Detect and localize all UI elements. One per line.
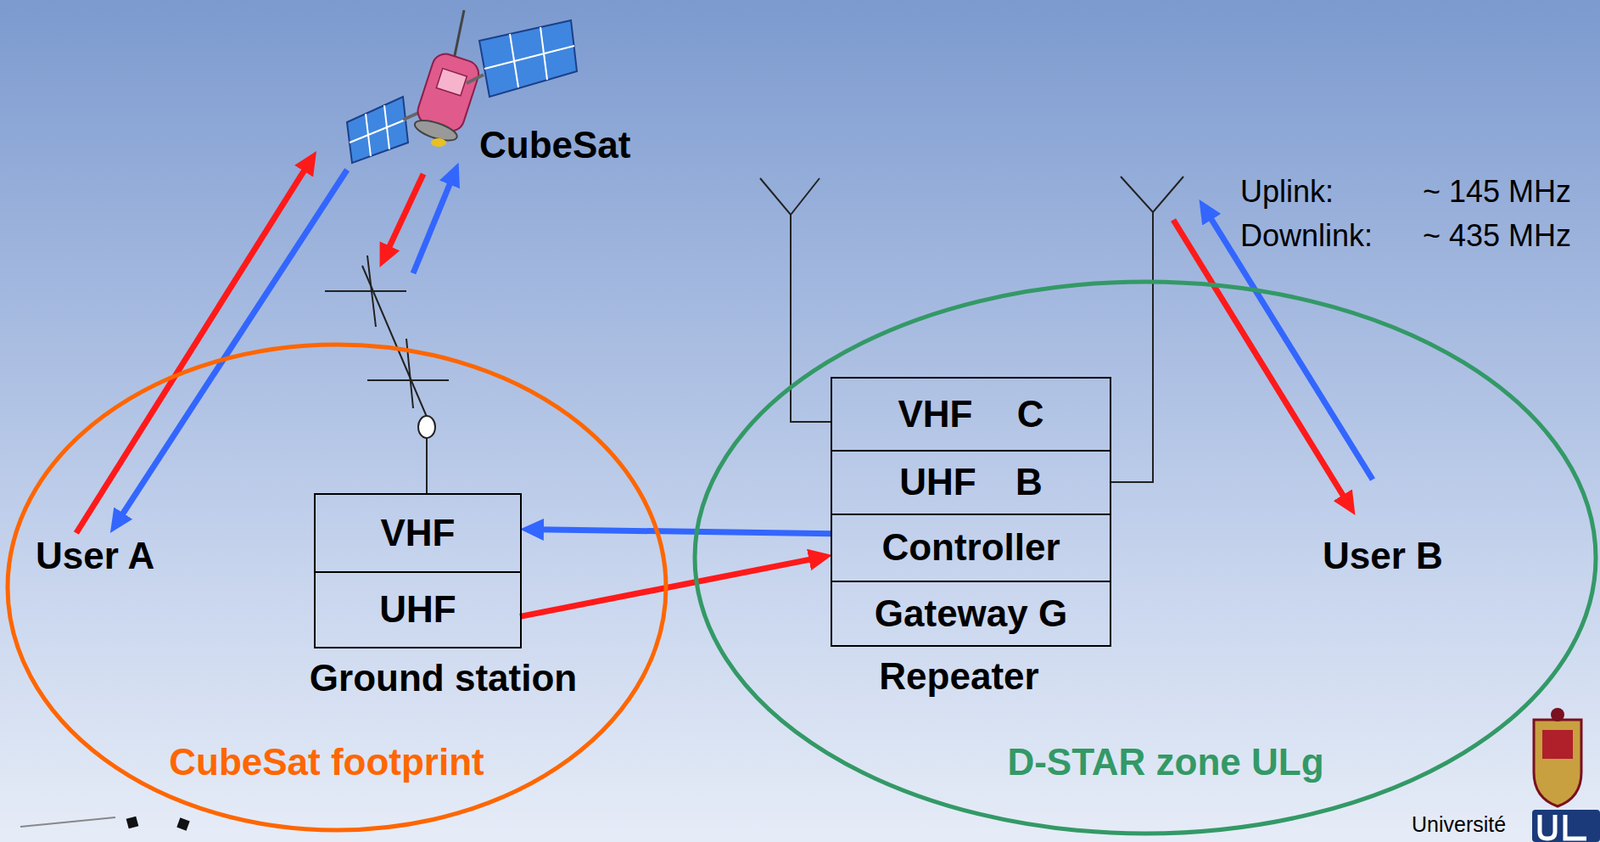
frequency: ~ 145 MHz xyxy=(1422,174,1572,209)
user-name: User A xyxy=(35,534,155,577)
box-heading: Repeater xyxy=(878,654,1039,699)
dstar-zone-region: D-STAR zone ULg Repeater VHF C UHF B Control… xyxy=(692,279,1599,836)
yagi-antenna xyxy=(324,255,449,493)
repeater-cell: VHF C xyxy=(832,378,1110,450)
cell-label: Gateway G xyxy=(874,592,1068,636)
satellite-name: CubeSat xyxy=(479,123,631,168)
cell-label: UHF xyxy=(379,587,456,632)
user-label: User A xyxy=(32,532,158,580)
frequency: ~ 435 MHz xyxy=(1422,218,1572,253)
cell-label: Controller xyxy=(881,525,1060,570)
decoration xyxy=(20,816,191,831)
band-cell: UHF xyxy=(315,570,521,647)
user-name: User B xyxy=(1322,534,1444,577)
cell-label: VHF C xyxy=(898,392,1045,437)
region-title: D-STAR zone ULg xyxy=(1006,740,1324,784)
band-cell: VHF xyxy=(315,494,521,571)
dipole-antenna xyxy=(760,176,1184,482)
repeater-cell: UHF B xyxy=(832,449,1110,514)
footprint-region: CubeSat footprint User A Ground station VHF… xyxy=(5,341,669,833)
satellite-label: CubeSat xyxy=(316,0,673,170)
repeater-box: RepeaterVHF CUHF BControllerGateway G xyxy=(830,376,1112,647)
logo-text: Université xyxy=(1411,812,1506,837)
box-heading: Ground station xyxy=(309,656,577,700)
signal-arrow xyxy=(537,529,833,534)
university-logo xyxy=(1532,707,1600,842)
cell-label: VHF xyxy=(380,511,456,555)
region-title: CubeSat footprint xyxy=(168,740,485,784)
repeater-cell: Controller xyxy=(832,513,1110,581)
link-name: Uplink: xyxy=(1240,174,1334,209)
cell-label: UHF B xyxy=(899,460,1042,504)
link-name: Downlink: xyxy=(1240,218,1373,253)
downlink-arrow xyxy=(386,173,424,252)
uplink-arrow xyxy=(413,178,453,274)
downlink-arrow xyxy=(1173,219,1347,501)
uplink-arrow xyxy=(1208,213,1373,480)
ground-station-box: Ground stationVHFUHF xyxy=(313,492,522,649)
user-label: User B xyxy=(1319,532,1447,580)
repeater-cell: Gateway G xyxy=(832,580,1110,645)
